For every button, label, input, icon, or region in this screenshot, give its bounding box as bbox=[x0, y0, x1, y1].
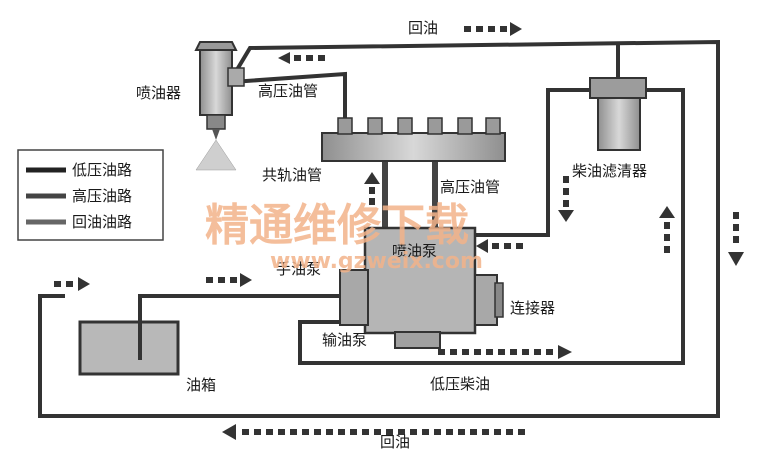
arrow-return-bottom bbox=[222, 424, 525, 440]
label-return-bottom: 回油 bbox=[380, 433, 410, 451]
arrow-filter-down bbox=[558, 176, 574, 222]
legend: 低压油路 高压油路 回油油路 bbox=[17, 149, 164, 241]
flow-arrows bbox=[54, 22, 744, 440]
arrow-from-tank bbox=[54, 277, 90, 291]
legend-label-high: 高压油路 bbox=[72, 187, 132, 205]
label-hand-pump: 手油泵 bbox=[276, 260, 321, 278]
filter-outlet bbox=[298, 88, 685, 365]
watermark: 精通维修下载 www.gzweix.com bbox=[205, 200, 483, 274]
arrow-far-right-down bbox=[728, 212, 744, 266]
arrow-hand-pump bbox=[206, 273, 252, 287]
watermark-title: 精通维修下载 bbox=[205, 200, 469, 251]
label-tank: 油箱 bbox=[186, 376, 216, 394]
arrow-up-rail bbox=[364, 172, 380, 205]
arrow-return-top bbox=[464, 22, 522, 36]
label-filter: 柴油滤清器 bbox=[572, 162, 647, 180]
component-labels: 回油 喷油器 高压油管 共轨油管 高压油管 柴油滤清器 喷油泵 手油泵 连接器 … bbox=[136, 19, 647, 451]
arrow-low-pressure bbox=[438, 345, 572, 359]
label-feed-pump: 输油泵 bbox=[322, 331, 367, 349]
low-pressure-from-tank bbox=[138, 294, 340, 330]
watermark-url: www.gzweix.com bbox=[270, 249, 483, 274]
label-injector: 喷油器 bbox=[136, 84, 181, 102]
rail-to-pump-pipes bbox=[382, 160, 438, 228]
label-hp-pipe-top: 高压油管 bbox=[258, 82, 318, 100]
arrow-to-pump bbox=[476, 239, 523, 253]
legend-label-low: 低压油路 bbox=[72, 161, 132, 179]
label-return-top: 回油 bbox=[408, 19, 438, 37]
arrow-right-up bbox=[659, 206, 675, 253]
injector bbox=[194, 41, 245, 171]
label-common-rail: 共轨油管 bbox=[262, 166, 322, 184]
label-low-pressure-diesel: 低压柴油 bbox=[430, 375, 490, 393]
label-pump: 喷油泵 bbox=[392, 242, 437, 260]
hp-pipe-injector bbox=[231, 71, 347, 118]
return-line-top bbox=[38, 39, 720, 418]
pipe-lines bbox=[38, 39, 720, 418]
injection-pump bbox=[339, 226, 504, 349]
fuel-tank bbox=[78, 320, 180, 376]
label-connector: 连接器 bbox=[510, 299, 555, 317]
label-hp-pipe-mid: 高压油管 bbox=[440, 178, 500, 196]
filter-to-pump bbox=[470, 88, 591, 237]
injector-spray bbox=[195, 139, 237, 171]
common-rail bbox=[321, 117, 506, 162]
arrow-return-left bbox=[278, 52, 325, 64]
legend-label-return: 回油油路 bbox=[72, 213, 132, 231]
diesel-filter bbox=[589, 77, 647, 151]
